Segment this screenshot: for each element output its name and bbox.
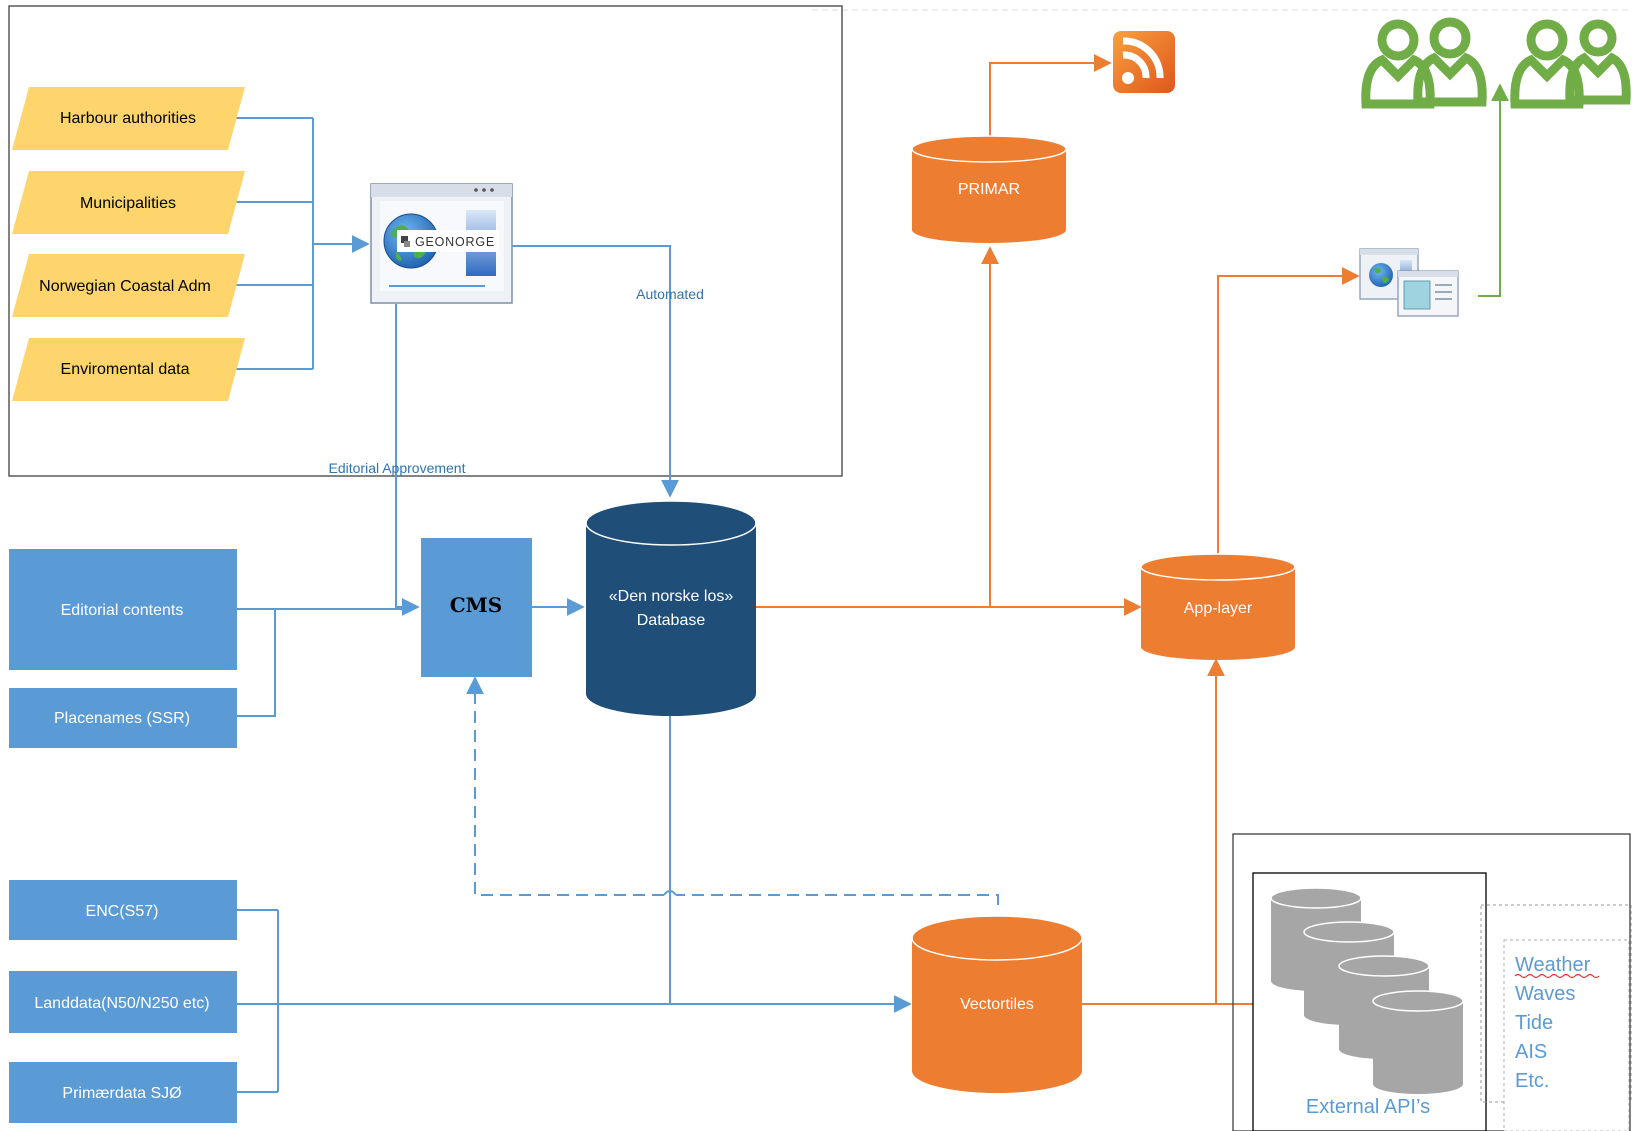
svg-text:Placenames (SSR): Placenames (SSR) [54, 710, 190, 727]
sources-bus [228, 117, 314, 370]
svg-text:Primærdata SJØ: Primærdata SJØ [62, 1085, 181, 1102]
bottom-sources-bus [236, 909, 279, 1093]
placenames-to-cms [236, 609, 276, 717]
vectortiles-to-cms-dashed [475, 678, 999, 905]
geonorge-to-cms [395, 304, 420, 616]
external-apis-label: External API’s [1306, 1096, 1430, 1118]
source-editorial[interactable]: Editorial contents [9, 549, 237, 670]
external-item-etc: Etc. [1515, 1070, 1549, 1092]
external-item-waves: Waves [1515, 983, 1575, 1005]
external-item-weather: Weather [1515, 954, 1591, 976]
primar-cylinder[interactable]: PRIMAR [911, 135, 1067, 243]
web-application-icon[interactable] [1359, 248, 1459, 317]
svg-text:Database: Database [637, 612, 706, 629]
svg-text:ENC(S57): ENC(S57) [86, 903, 159, 920]
svg-text:«Den norske los»: «Den norske los» [609, 588, 734, 605]
top-sources: Harbour authorities Municipalities Norwe… [12, 87, 245, 401]
primar-to-rss [989, 54, 1112, 137]
svg-text:App-layer: App-layer [1184, 600, 1253, 617]
cms-box[interactable]: CMS [421, 538, 532, 677]
svg-text:Vectortiles: Vectortiles [960, 996, 1034, 1013]
source-placenames[interactable]: Placenames (SSR) [9, 688, 237, 748]
connectors [228, 54, 1509, 1093]
webapp-to-users [1478, 83, 1509, 297]
svg-text:Enviromental data: Enviromental data [61, 361, 190, 378]
source-coastal[interactable]: Norwegian Coastal Adm [12, 254, 245, 317]
source-landdata[interactable]: Landdata(N50/N250 etc) [9, 971, 237, 1033]
geonorge-portal[interactable]: GEONORGE [370, 183, 513, 304]
external-list-box [1503, 939, 1630, 1131]
external-outer-frame [1232, 833, 1631, 1131]
source-municipalities[interactable]: Municipalities [12, 171, 245, 234]
geonorge-logo-text: GEONORGE [415, 235, 495, 249]
database-cylinder[interactable]: «Den norske los» Database [585, 500, 757, 716]
svg-text:Norwegian Coastal Adm: Norwegian Coastal Adm [39, 278, 211, 295]
external-item-ais: AIS [1515, 1041, 1547, 1063]
geonorge-mark-icon [401, 236, 410, 247]
external-db-stack [1270, 887, 1464, 1094]
external-item-tide: Tide [1515, 1012, 1553, 1034]
users-group-icon[interactable] [1361, 17, 1631, 109]
dashed-hop [663, 890, 677, 896]
source-enc[interactable]: ENC(S57) [9, 880, 237, 940]
source-harbour[interactable]: Harbour authorities [12, 87, 245, 150]
svg-text:CMS: CMS [450, 593, 503, 617]
applayer-to-webapp [1217, 267, 1360, 554]
vectortiles-cylinder[interactable]: Vectortiles [911, 915, 1083, 1093]
geonorge-to-database [512, 245, 679, 498]
svg-text:Harbour authorities: Harbour authorities [60, 110, 196, 127]
source-primaerdata[interactable]: Primærdata SJØ [9, 1062, 237, 1123]
source-env[interactable]: Enviromental data [12, 338, 245, 401]
rss-feed-icon[interactable] [1113, 31, 1175, 93]
automated-label: Automated [636, 286, 704, 302]
external-items-list: Weather Waves Tide AIS Etc. [1514, 954, 1600, 1092]
svg-text:Landdata(N50/N250 etc): Landdata(N50/N250 etc) [34, 995, 209, 1012]
svg-text:PRIMAR: PRIMAR [958, 181, 1020, 198]
applayer-cylinder[interactable]: App-layer [1140, 553, 1296, 660]
svg-text:Municipalities: Municipalities [80, 195, 176, 212]
geonorge-frame [8, 5, 843, 477]
svg-text:Editorial contents: Editorial contents [61, 602, 184, 619]
editorial-approvement-label: Editorial Approvement [329, 460, 466, 476]
spellcheck-squiggle [1514, 973, 1600, 979]
